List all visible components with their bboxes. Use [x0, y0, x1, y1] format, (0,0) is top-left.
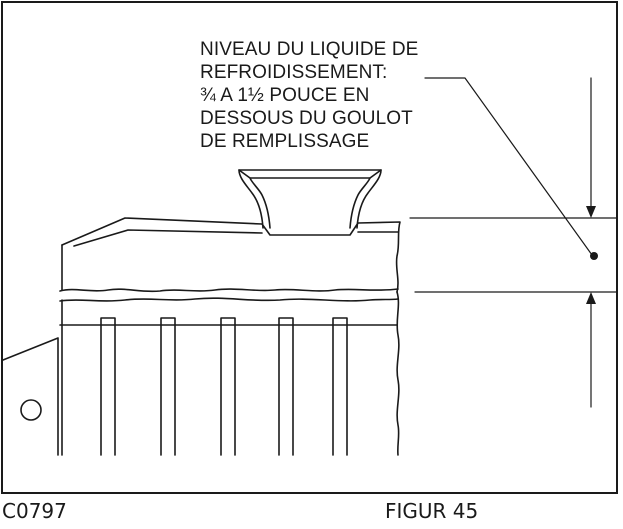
callout-line: DE REMPLISSAGE — [200, 131, 370, 152]
callout-leader — [424, 77, 593, 256]
callout-line: DESSOUS DU GOULOT — [200, 108, 413, 129]
mounting-bracket — [2, 337, 59, 456]
document-code: C0797 — [2, 499, 67, 523]
radiator-top-tank — [61, 217, 401, 293]
callout-line: REFROIDISSEMENT: — [200, 62, 388, 83]
coolant-surface — [59, 288, 399, 293]
diagram-frame — [1, 1, 618, 494]
arrow-up-head — [586, 292, 596, 304]
callout-line: ¾ A 1½ POUCE EN — [200, 85, 370, 106]
filler-neck — [238, 169, 382, 229]
filler-neck-inner — [249, 177, 371, 229]
mounting-hole — [20, 399, 42, 421]
coolant-level-callout: NIVEAU DU LIQUIDE DE REFROIDISSEMENT: ¾ … — [200, 38, 418, 153]
figure-number: FIGUR 45 — [385, 499, 479, 523]
core-straps — [100, 317, 348, 456]
callout-line: NIVEAU DU LIQUIDE DE — [200, 39, 419, 60]
arrow-down-head — [586, 206, 596, 218]
level-dot — [590, 252, 598, 260]
